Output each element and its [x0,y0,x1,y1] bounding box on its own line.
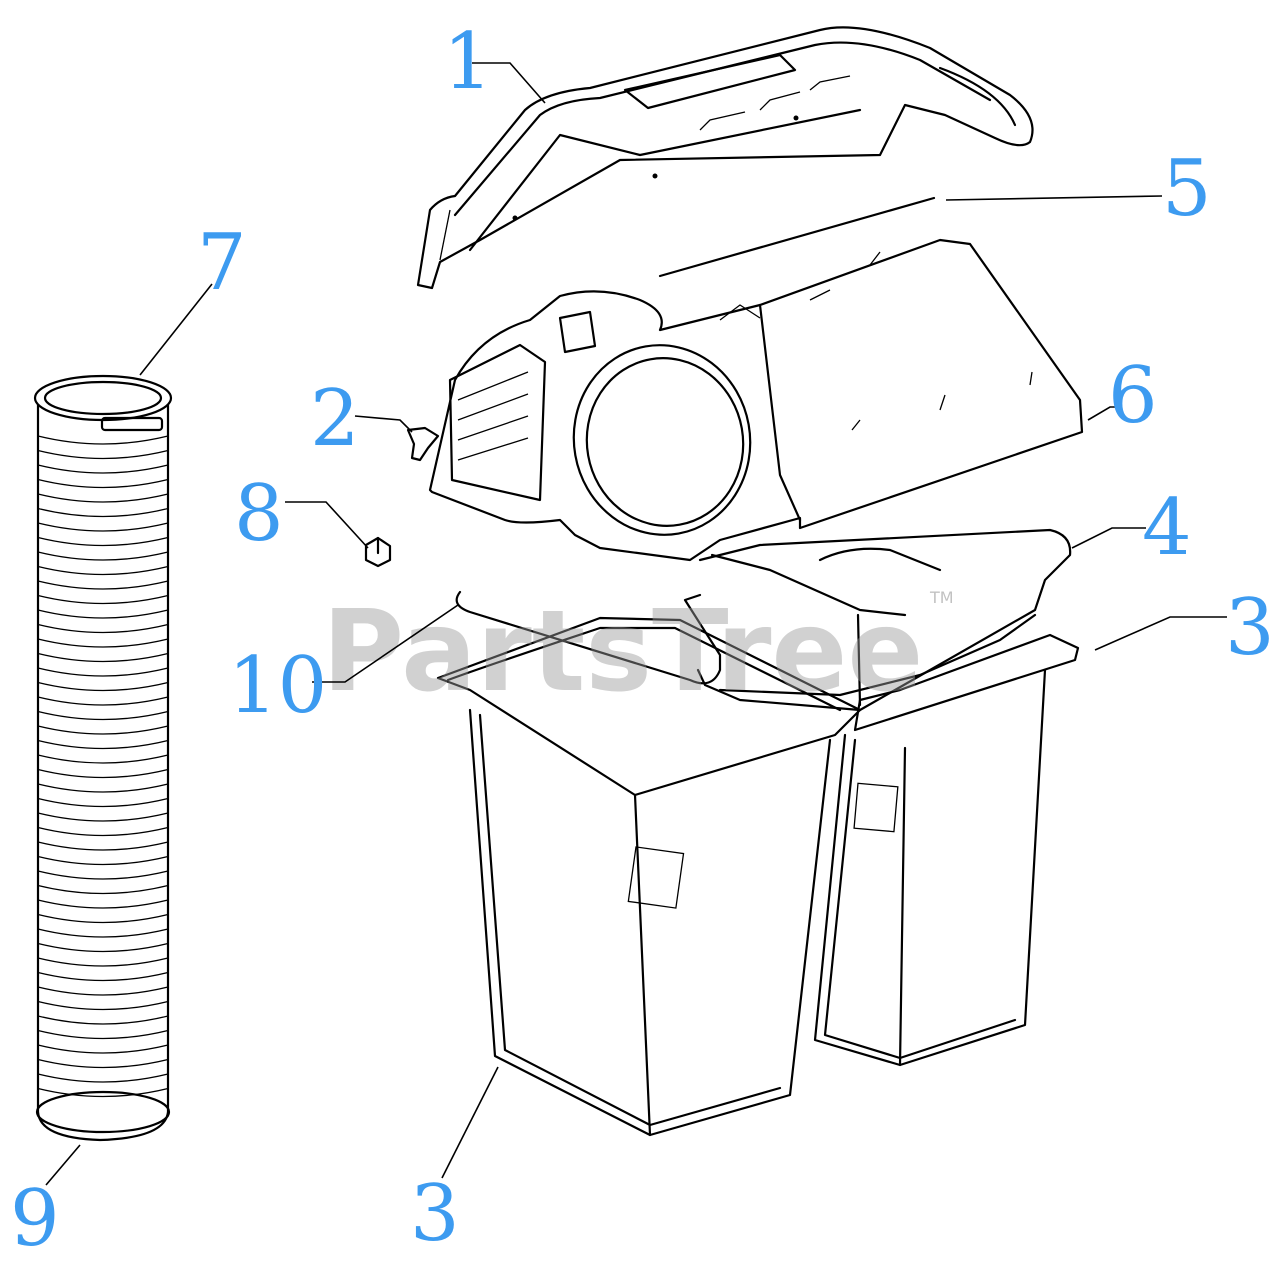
callout-2: 2 [310,374,360,464]
callout-7: 7 [197,218,247,308]
callout-1: 1 [443,17,493,107]
hose-ring [37,754,169,764]
watermark-tm: TM [929,588,954,607]
hose-ring [37,870,169,880]
hose-ring [37,1015,169,1025]
hose-ring [37,913,169,924]
hose-ring [37,507,169,518]
hose-ring [37,435,169,445]
hose-corrugation-rings [37,435,169,1098]
hose-ring [37,667,169,677]
hose-ring [37,855,169,866]
callout-6: 6 [1108,351,1158,441]
hose-ring [37,739,169,750]
hose-ring [37,884,169,895]
hose-ring [37,1073,169,1083]
callout-labels: 1 2 3 3 4 5 6 7 8 9 10 [10,17,1275,1264]
callout-leaders [45,62,1227,1186]
callout-4: 4 [1142,483,1192,573]
hose-ring [37,1087,169,1098]
hose-ring [37,449,169,460]
hose-ring [37,623,169,634]
hose-ring [37,957,169,967]
hose-ring [37,652,169,663]
hose-ring [37,1029,169,1040]
callout-3a: 3 [1225,583,1275,673]
hose-ring [37,696,169,706]
hose-ring [37,899,169,909]
hose-ring [37,783,169,793]
hose-ring [37,1058,169,1069]
chute-hose [33,374,173,1142]
hose-ring [37,638,169,648]
hose-ring [37,609,169,619]
hose-ring [37,971,169,982]
frame-handle-bar [455,590,722,685]
hose-ring [37,1000,169,1011]
hose-ring [37,942,169,953]
callout-5: 5 [1162,144,1212,234]
hose-ring [37,681,169,692]
hose-ring [37,1044,169,1054]
hose-ring [37,536,169,547]
hose-ring [37,812,169,822]
hose-ring [37,493,169,503]
watermark-text: PartsTree [322,587,923,717]
hose-ring [37,928,169,938]
lid-rod [658,196,936,278]
bagger-lid [416,26,1034,290]
hose-ring [37,464,169,474]
hose-ring [37,710,169,721]
callout-3b: 3 [410,1169,460,1259]
hose-ring [37,478,169,489]
hose-ring [37,565,169,576]
hex-bolt [364,536,392,568]
callout-10: 10 [228,641,327,731]
hose-ring [37,797,169,808]
hose-ring [37,841,169,851]
hose-ring [37,580,169,590]
bagger-housing [428,238,1084,562]
hose-ring [37,725,169,735]
hose-ring [37,768,169,779]
hose-ring [37,986,169,996]
latch-clip [406,426,440,462]
callout-9: 9 [10,1174,60,1264]
hose-ring [37,522,169,532]
hose-ring [37,551,169,561]
hose-ring [37,594,169,605]
callout-8: 8 [234,469,284,559]
hose-ring [37,826,169,837]
grass-bin-left [436,616,862,1137]
grass-bin-right [813,633,1080,1067]
